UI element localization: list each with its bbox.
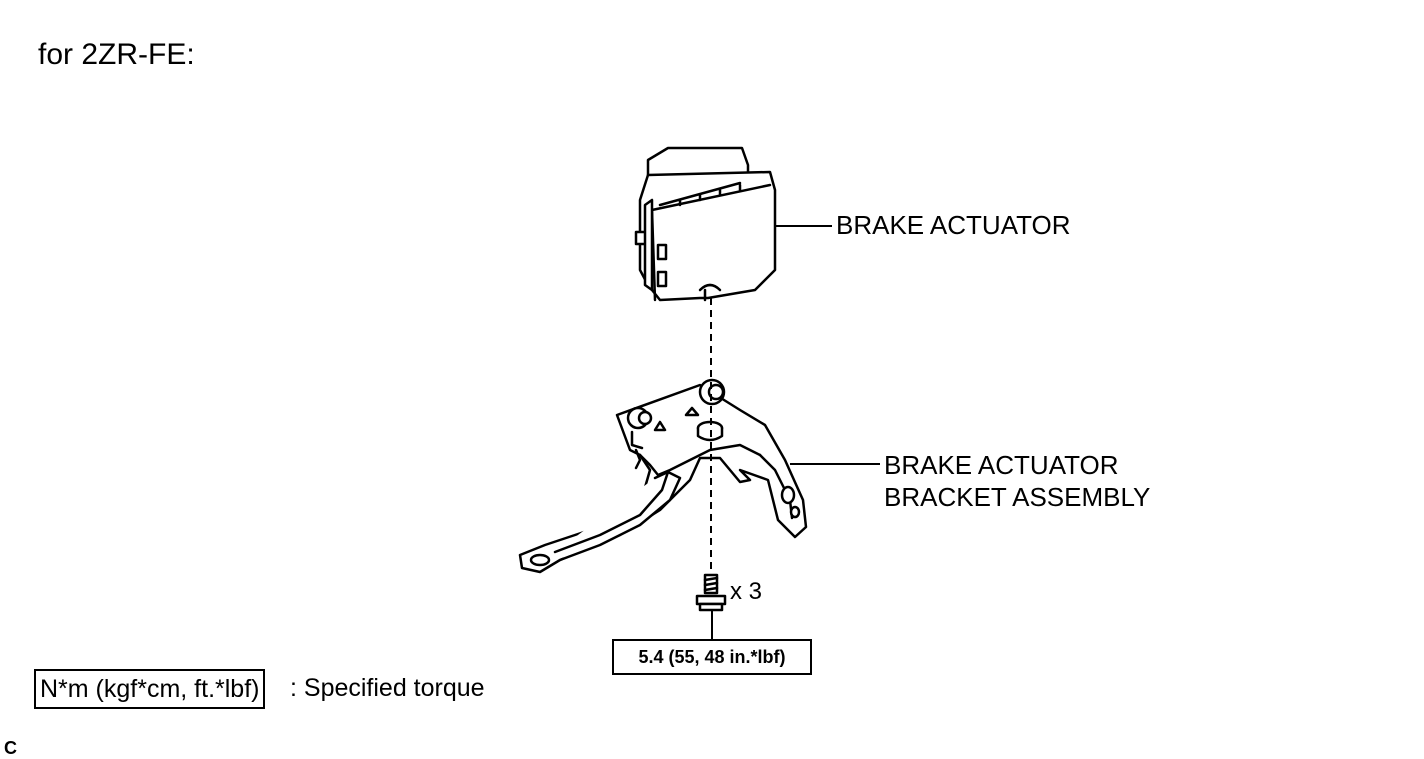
legend-description: : Specified torque xyxy=(290,674,485,702)
legend-unit-box: N*m (kgf*cm, ft.*lbf) xyxy=(34,669,266,709)
brake-actuator-bracket-part xyxy=(518,378,808,574)
corner-mark: C xyxy=(4,738,17,758)
bolt-quantity-label: x 3 xyxy=(730,578,763,605)
brake-actuator-part xyxy=(634,146,777,302)
mounting-bolt-part xyxy=(695,573,727,612)
bracket-label-line2: BRACKET ASSEMBLY xyxy=(884,482,1151,512)
page-title: for 2ZR-FE: xyxy=(38,38,195,71)
torque-spec-box: 5.4 (55, 48 in.*lbf) xyxy=(612,639,812,675)
brake-actuator-label: BRAKE ACTUATOR xyxy=(836,210,1071,240)
bracket-label-line1: BRAKE ACTUATOR xyxy=(884,450,1119,480)
